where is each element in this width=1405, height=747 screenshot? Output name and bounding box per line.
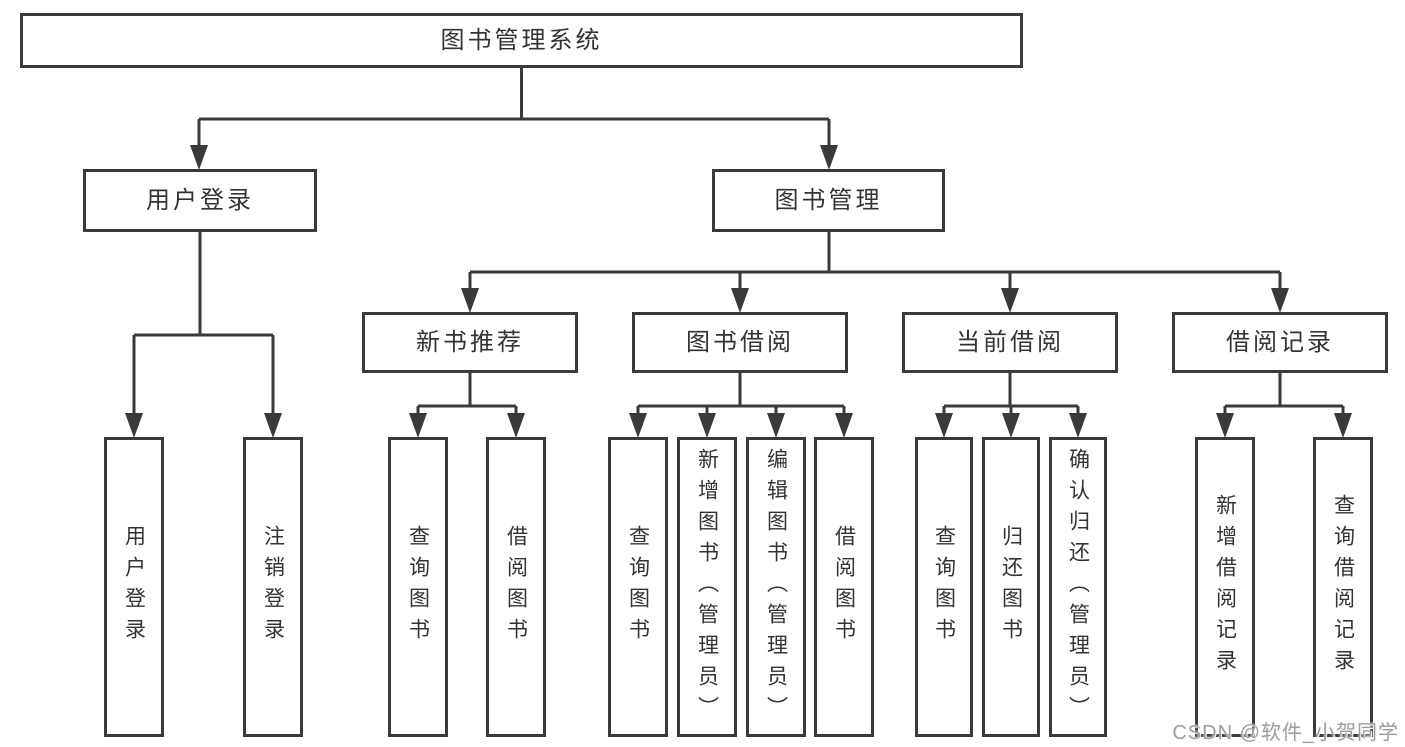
leaf-return-books: 归还图书 [982, 437, 1040, 737]
connector-new-book-children [416, 372, 518, 414]
leaf-edit-book-admin: 编辑图书（管理员） [746, 437, 806, 737]
arrowheads [125, 145, 1352, 438]
node-current-borrowing: 当前借阅 [902, 312, 1118, 373]
node-book-borrowing: 图书借阅 [632, 312, 848, 373]
leaf-query-books-borrowing: 查询图书 [608, 437, 668, 737]
node-new-book-recommendation: 新书推荐 [362, 312, 578, 373]
connector-book-management-sections [468, 231, 1282, 289]
leaf-borrow-books-recommend: 借阅图书 [486, 437, 546, 737]
node-book-management: 图书管理 [712, 169, 945, 232]
leaf-query-books-current: 查询图书 [915, 437, 973, 737]
node-borrowing-records: 借阅记录 [1172, 312, 1388, 373]
connector-root-to-level1 [197, 66, 831, 146]
connector-borrowing-records-children [1223, 372, 1345, 414]
leaf-user-login: 用户登录 [104, 437, 164, 737]
connector-current-borrowing-children [942, 372, 1080, 414]
leaf-query-borrow-record: 查询借阅记录 [1313, 437, 1373, 737]
leaf-borrow-books-borrowing: 借阅图书 [814, 437, 874, 737]
node-root-system: 图书管理系统 [20, 13, 1023, 68]
connector-user-login-children [132, 231, 275, 414]
leaf-add-borrow-record: 新增借阅记录 [1195, 437, 1255, 737]
connector-book-borrowing-children [636, 372, 846, 414]
leaf-add-book-admin: 新增图书（管理员） [677, 437, 737, 737]
node-user-login: 用户登录 [83, 169, 317, 232]
leaf-confirm-return-admin: 确认归还（管理员） [1049, 437, 1107, 737]
leaf-logout: 注销登录 [243, 437, 303, 737]
leaf-query-books-recommend: 查询图书 [388, 437, 448, 737]
watermark: CSDN @软件_小贺同学 [1172, 722, 1399, 744]
